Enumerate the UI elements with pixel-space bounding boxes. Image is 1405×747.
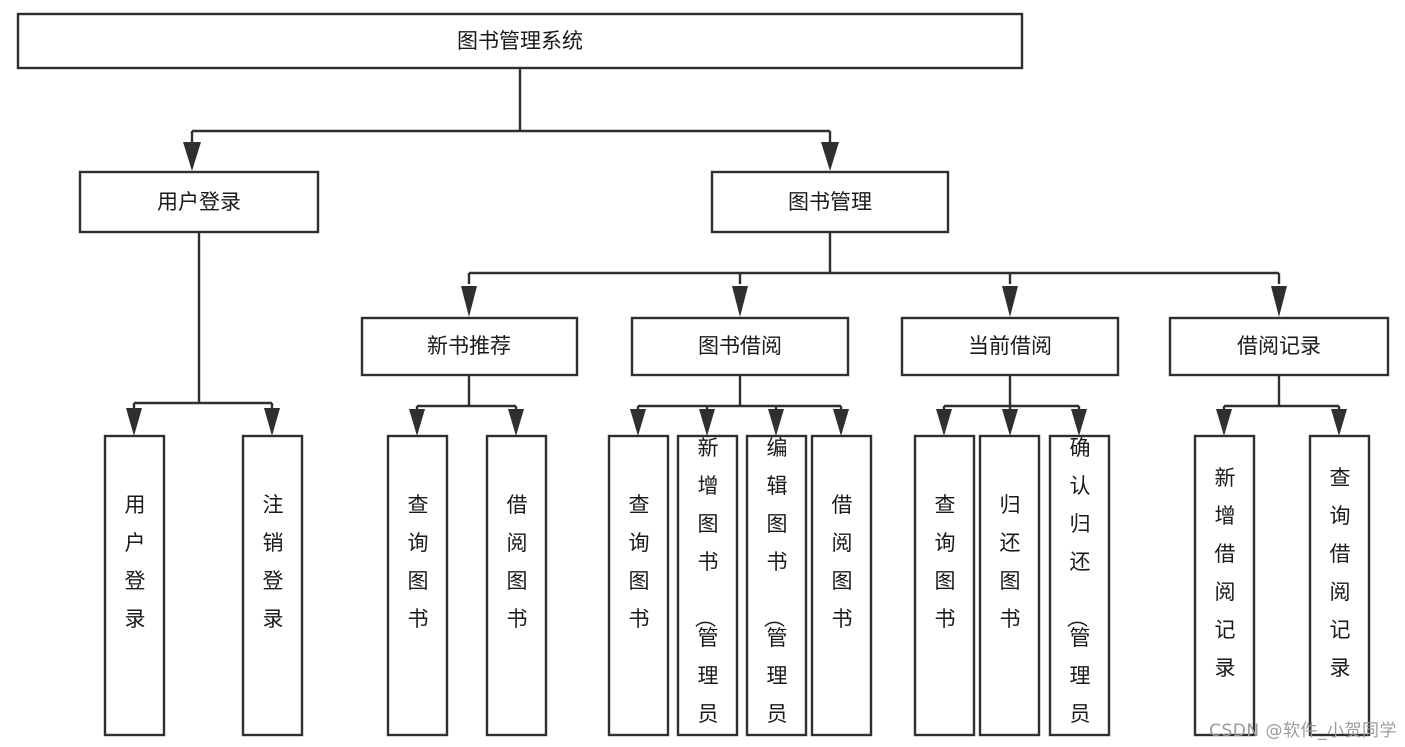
leaf-confirm-return-admin-box[interactable] bbox=[1048, 434, 1111, 737]
node-current-borrow[interactable]: 当前借阅 bbox=[900, 316, 1120, 377]
leaf-borrow-book-borrow-label: 借阅图书 bbox=[832, 493, 853, 631]
leaf-node-edit-book-admin[interactable]: 编辑图书（管理员） bbox=[745, 434, 808, 747]
node-user-login[interactable]: 用户登录 bbox=[78, 170, 320, 234]
leaf-query-book-borrow-label: 查询图书 bbox=[629, 493, 650, 631]
leaf-query-book-newbook-label: 查询图书 bbox=[408, 493, 429, 631]
node-book-manage[interactable]: 图书管理 bbox=[710, 170, 950, 234]
arrow-borrowrecord-leaf-2 bbox=[1331, 409, 1347, 436]
leaf-add-book-admin-box[interactable] bbox=[676, 434, 739, 737]
node-book-borrow-box[interactable] bbox=[630, 316, 850, 377]
arrow-root-to-user-login bbox=[183, 142, 201, 171]
arrow-bookborrow-leaf-4 bbox=[833, 409, 849, 436]
arrow-bookborrow-leaf-1 bbox=[630, 409, 646, 436]
arrow-newbook-leaf-1 bbox=[409, 409, 425, 436]
node-book-manage-box[interactable] bbox=[710, 170, 950, 234]
leaf-query-book-newbook-box[interactable] bbox=[386, 434, 449, 737]
leaf-user-login-box[interactable] bbox=[103, 434, 166, 737]
leaf-node-user-login[interactable]: 用户登录 bbox=[103, 434, 166, 737]
leaf-node-borrow-book-newbook[interactable]: 借阅图书 bbox=[485, 434, 548, 737]
arrow-bookmanage-to-current bbox=[1002, 286, 1018, 317]
leaf-borrow-book-newbook-label: 借阅图书 bbox=[507, 493, 528, 631]
arrow-userlogin-leaf-1 bbox=[126, 408, 142, 436]
node-new-book-recommend-label: 新书推荐 bbox=[427, 334, 511, 358]
node-root-label: 图书管理系统 bbox=[457, 29, 583, 53]
node-borrow-record-label: 借阅记录 bbox=[1237, 334, 1321, 358]
node-new-book-recommend[interactable]: 新书推荐 bbox=[360, 316, 579, 377]
node-borrow-record-box[interactable] bbox=[1168, 316, 1390, 377]
leaf-query-book-current-box[interactable] bbox=[913, 434, 976, 737]
leaf-node-confirm-return-admin[interactable]: 确认归还（管理员） bbox=[1048, 434, 1111, 747]
leaf-node-query-borrow-record[interactable]: 查询借阅记录 bbox=[1308, 434, 1371, 737]
node-root-system[interactable]: 图书管理系统 bbox=[16, 12, 1024, 70]
leaf-logout-label: 注销登录 bbox=[263, 493, 284, 631]
node-root-box[interactable] bbox=[16, 12, 1024, 70]
leaf-add-book-admin-label: 新增图书（管理员） bbox=[693, 436, 719, 747]
arrow-currentborrow-leaf-2 bbox=[1002, 409, 1018, 436]
arrow-userlogin-leaf-2 bbox=[264, 408, 280, 436]
leaf-query-borrow-record-label: 查询借阅记录 bbox=[1330, 466, 1351, 680]
node-new-book-recommend-box[interactable] bbox=[360, 316, 579, 377]
leaf-user-login-label: 用户登录 bbox=[125, 493, 146, 631]
leaf-query-book-borrow-box[interactable] bbox=[607, 434, 670, 737]
leaf-node-borrow-book-borrow[interactable]: 借阅图书 bbox=[810, 434, 873, 737]
leaf-borrow-book-borrow-box[interactable] bbox=[810, 434, 873, 737]
leaf-node-add-borrow-record[interactable]: 新增借阅记录 bbox=[1193, 434, 1256, 737]
leaf-node-add-book-admin[interactable]: 新增图书（管理员） bbox=[676, 434, 739, 747]
arrow-currentborrow-leaf-3 bbox=[1071, 409, 1087, 436]
leaf-node-logout[interactable]: 注销登录 bbox=[241, 434, 304, 737]
leaf-logout-box[interactable] bbox=[241, 434, 304, 737]
arrow-bookmanage-to-new-book bbox=[461, 286, 477, 317]
arrow-bookmanage-to-records bbox=[1271, 286, 1287, 317]
leaf-node-query-book-borrow[interactable]: 查询图书 bbox=[607, 434, 670, 737]
leaf-add-borrow-record-label: 新增借阅记录 bbox=[1215, 466, 1236, 680]
leaf-confirm-return-admin-label: 确认归还（管理员） bbox=[1065, 436, 1091, 747]
leaf-return-book-box[interactable] bbox=[978, 434, 1041, 737]
leaf-return-book-label: 归还图书 bbox=[1000, 493, 1021, 631]
arrow-root-to-book-manage bbox=[821, 142, 839, 171]
node-borrow-record[interactable]: 借阅记录 bbox=[1168, 316, 1390, 377]
node-current-borrow-box[interactable] bbox=[900, 316, 1120, 377]
node-current-borrow-label: 当前借阅 bbox=[968, 334, 1052, 358]
node-book-manage-label: 图书管理 bbox=[788, 190, 872, 214]
leaf-node-query-book-current[interactable]: 查询图书 bbox=[913, 434, 976, 737]
node-book-borrow[interactable]: 图书借阅 bbox=[630, 316, 850, 377]
arrow-bookmanage-to-borrow bbox=[732, 286, 748, 317]
arrow-currentborrow-leaf-1 bbox=[936, 409, 952, 436]
connector-layer bbox=[126, 68, 1347, 436]
arrow-bookborrow-leaf-2 bbox=[699, 409, 715, 436]
leaf-node-return-book[interactable]: 归还图书 bbox=[978, 434, 1041, 737]
arrow-borrowrecord-leaf-1 bbox=[1216, 409, 1232, 436]
arrow-newbook-leaf-2 bbox=[508, 409, 524, 436]
leaf-borrow-book-newbook-box[interactable] bbox=[485, 434, 548, 737]
leaf-node-query-book-newbook[interactable]: 查询图书 bbox=[386, 434, 449, 737]
leaf-query-borrow-record-box[interactable] bbox=[1308, 434, 1371, 737]
node-user-login-label: 用户登录 bbox=[157, 190, 241, 214]
node-book-borrow-label: 图书借阅 bbox=[698, 334, 782, 358]
node-user-login-box[interactable] bbox=[78, 170, 320, 234]
arrow-bookborrow-leaf-3 bbox=[768, 409, 784, 436]
leaf-add-borrow-record-box[interactable] bbox=[1193, 434, 1256, 737]
leaf-edit-book-admin-box[interactable] bbox=[745, 434, 808, 737]
leaf-edit-book-admin-label: 编辑图书（管理员） bbox=[762, 436, 788, 747]
leaf-query-book-current-label: 查询图书 bbox=[935, 493, 956, 631]
